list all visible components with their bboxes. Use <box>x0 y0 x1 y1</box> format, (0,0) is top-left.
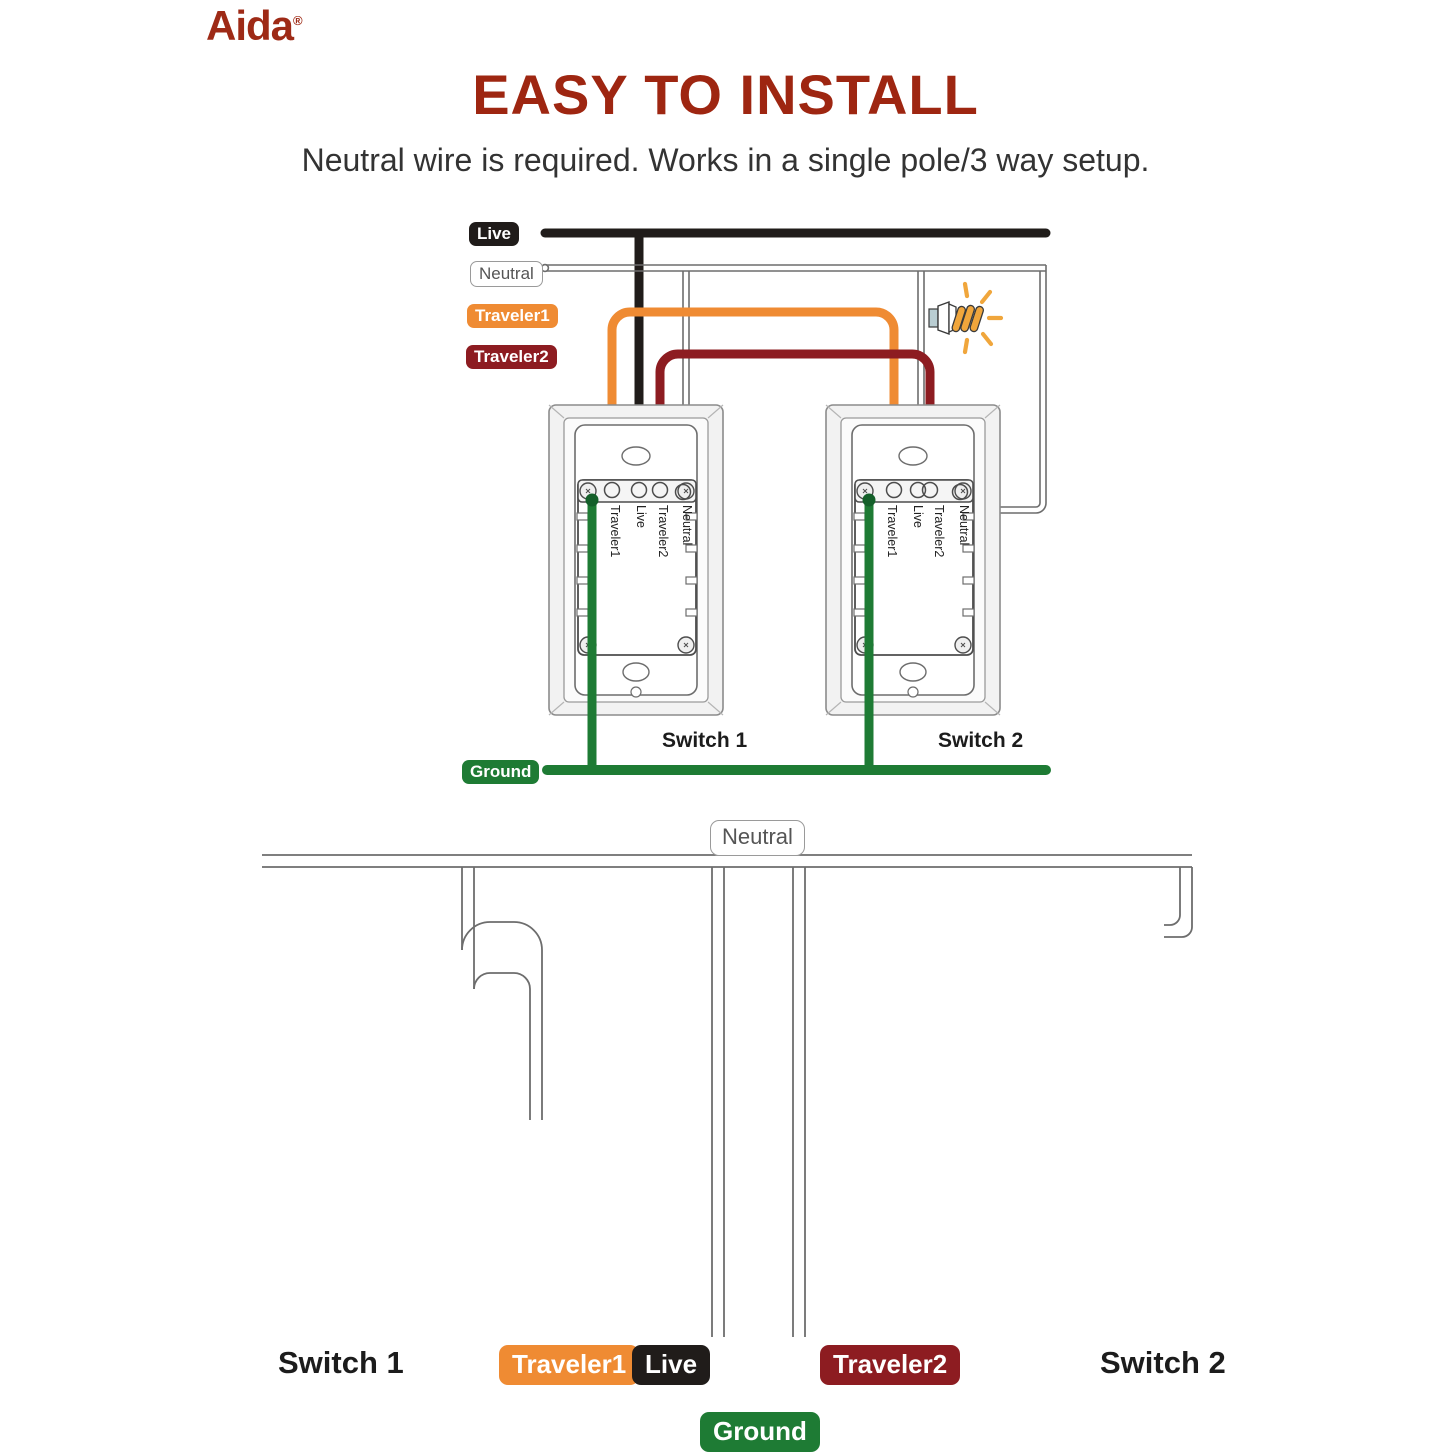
terminal-label-neutral-sw1: Neutral <box>680 505 694 545</box>
terminal-label-neutral-sw2: Neutral <box>957 505 971 545</box>
switch-1-label-top: Switch 1 <box>662 729 748 752</box>
switch-2-label-top: Switch 2 <box>938 729 1024 752</box>
brand-logo: Aida® <box>206 2 303 50</box>
terminal-label-live-sw1: Live <box>634 505 648 528</box>
traveler2-badge-bottom: Traveler2 <box>820 1345 961 1385</box>
switch-2-assembly: Traveler1 Live Traveler2 Neutral <box>825 404 1001 775</box>
ground-badge-bottom: Ground <box>700 1412 820 1452</box>
terminal-label-live-sw2: Live <box>911 505 925 528</box>
legend-badge-neutral: Neutral <box>470 261 543 287</box>
trademark-symbol: ® <box>293 13 303 28</box>
switch-1-label-bottom: Switch 1 <box>278 1345 404 1380</box>
legend-badge-ground-top: Ground <box>462 760 540 784</box>
traveler1-badge-bottom: Traveler1 <box>499 1345 640 1385</box>
legend-badge-traveler1: Traveler1 <box>467 304 558 328</box>
switch-2-label-bottom: Switch 2 <box>1100 1345 1226 1380</box>
terminal-label-traveler1-sw2: Traveler1 <box>885 505 899 557</box>
page-subtitle: Neutral wire is required. Works in a sin… <box>301 142 1150 178</box>
bottom-wiring-diagram: Ground Traveler1 Live Traveler2 Neutral <box>262 854 1193 1337</box>
neutral-loop-left <box>461 921 543 1120</box>
legend-badge-traveler2: Traveler2 <box>466 345 557 369</box>
switch-1-assembly: Traveler1 Live Traveler2 Neutral <box>548 404 724 775</box>
neutral-badge-bottom: Neutral <box>710 820 805 856</box>
legend-badge-live: Live <box>469 222 520 246</box>
live-badge-bottom: Live <box>632 1345 711 1385</box>
top-wiring-diagram: Traveler1 Live Traveler2 Neutral <box>540 228 1051 775</box>
terminal-label-traveler2-sw1: Traveler2 <box>656 505 670 557</box>
terminal-label-traveler1-sw1: Traveler1 <box>608 505 622 557</box>
light-bulb-icon <box>929 284 1001 352</box>
traveler1-wire <box>607 307 899 495</box>
page-title: EASY TO INSTALL <box>472 63 979 126</box>
neutral-rail-bottom <box>262 854 1193 1337</box>
traveler2-wire <box>655 349 935 495</box>
brand-name: Aida <box>206 2 294 49</box>
terminal-label-traveler2-sw2: Traveler2 <box>932 505 946 557</box>
